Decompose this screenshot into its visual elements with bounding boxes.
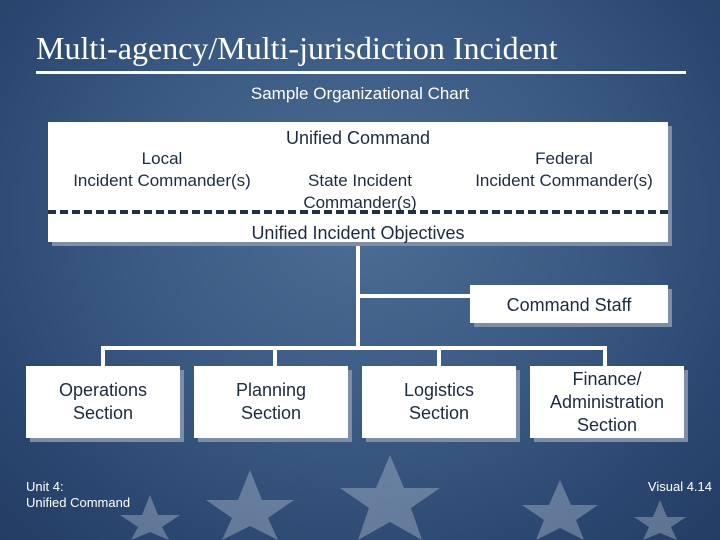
planning-label-line1: Planning [235, 380, 307, 400]
operations-label-line2: Section [72, 403, 134, 423]
connector-operations [101, 346, 105, 366]
command-staff-label: Command Staff [506, 295, 632, 315]
connector-horizontal-sections [101, 346, 607, 350]
unified-command-heading: Unified Command [285, 128, 431, 148]
footer-visual-number: Visual 4.14 [647, 479, 712, 494]
state-ic-label-line2: Commander(s) [303, 193, 417, 212]
finance-label-line3: Section [576, 414, 638, 435]
logistics-section: Logistics Section [362, 366, 516, 438]
operations-section-box [26, 366, 180, 438]
logistics-label-line1: Logistics [403, 380, 475, 400]
connector-finance [603, 346, 607, 366]
finance-label-line2: Administration [549, 391, 665, 412]
connector-command-staff [356, 294, 470, 298]
unified-command-box [48, 122, 668, 242]
command-staff-box [470, 285, 668, 323]
footer-unit-line2: Unified Command [26, 495, 131, 510]
federal-ic-label-line2: Incident Commander(s) [475, 171, 653, 190]
title-underline [36, 71, 686, 74]
operations-label-line1: Operations [58, 380, 148, 400]
connector-logistics [437, 346, 441, 366]
finance-label-line1: Finance/ [572, 368, 642, 389]
state-ic-label-line1: State Incident [308, 171, 412, 190]
planning-section: Planning Section [194, 366, 348, 438]
finance-section-box [530, 366, 684, 438]
federal-ic-label-line1: Federal [535, 149, 593, 168]
footer-unit-line1: Unit 4: [26, 479, 64, 494]
planning-label-line2: Section [240, 403, 302, 423]
local-ic-label-line2: Incident Commander(s) [73, 171, 251, 190]
chart-subtitle: Sample Organizational Chart [250, 84, 470, 103]
dashed-divider [48, 210, 668, 214]
slide-title: Multi-agency/Multi-jurisdiction Incident [36, 30, 558, 66]
operations-section: Operations Section [26, 366, 180, 438]
logistics-label-line2: Section [408, 403, 470, 423]
planning-section-box [194, 366, 348, 438]
logistics-section-box [362, 366, 516, 438]
unified-objectives-label: Unified Incident Objectives [251, 223, 465, 243]
connector-planning [273, 346, 277, 366]
finance-section: Finance/ Administration Section [530, 366, 684, 438]
local-ic-label-line1: Local [141, 149, 183, 168]
